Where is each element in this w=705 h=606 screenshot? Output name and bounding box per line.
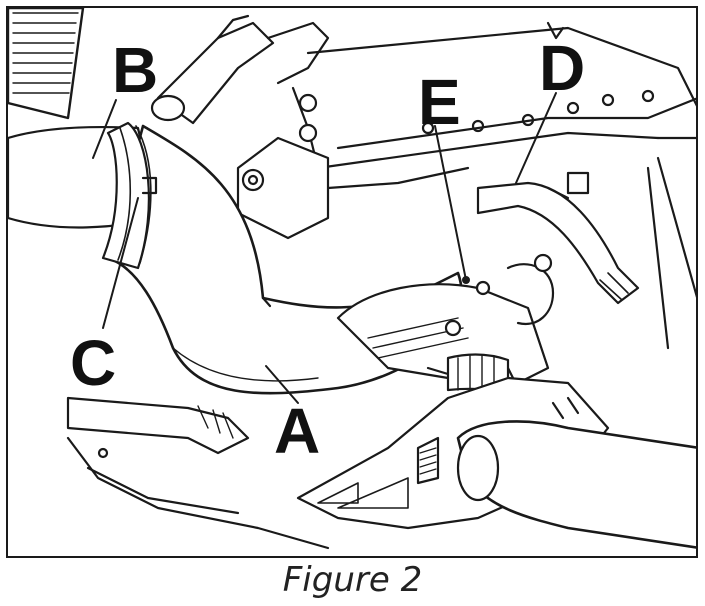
callout-b: B [112,34,159,106]
callout-c: C [70,327,117,399]
upper-hose [150,14,330,170]
figure-frame: B C A D E [6,6,698,558]
engine-bay-illustration [8,8,696,550]
callout-a: A [274,395,321,467]
lower-hose [66,396,330,550]
coolant-hose [476,136,696,350]
figure-caption: Figure 2 [282,560,423,600]
leader-lines [92,92,557,404]
callout-e: E [418,66,461,138]
lower-bracket [296,376,696,549]
callout-d: D [539,32,586,104]
upper-bracket [256,21,696,210]
ac-compressor [336,253,555,395]
radiator [8,8,85,120]
